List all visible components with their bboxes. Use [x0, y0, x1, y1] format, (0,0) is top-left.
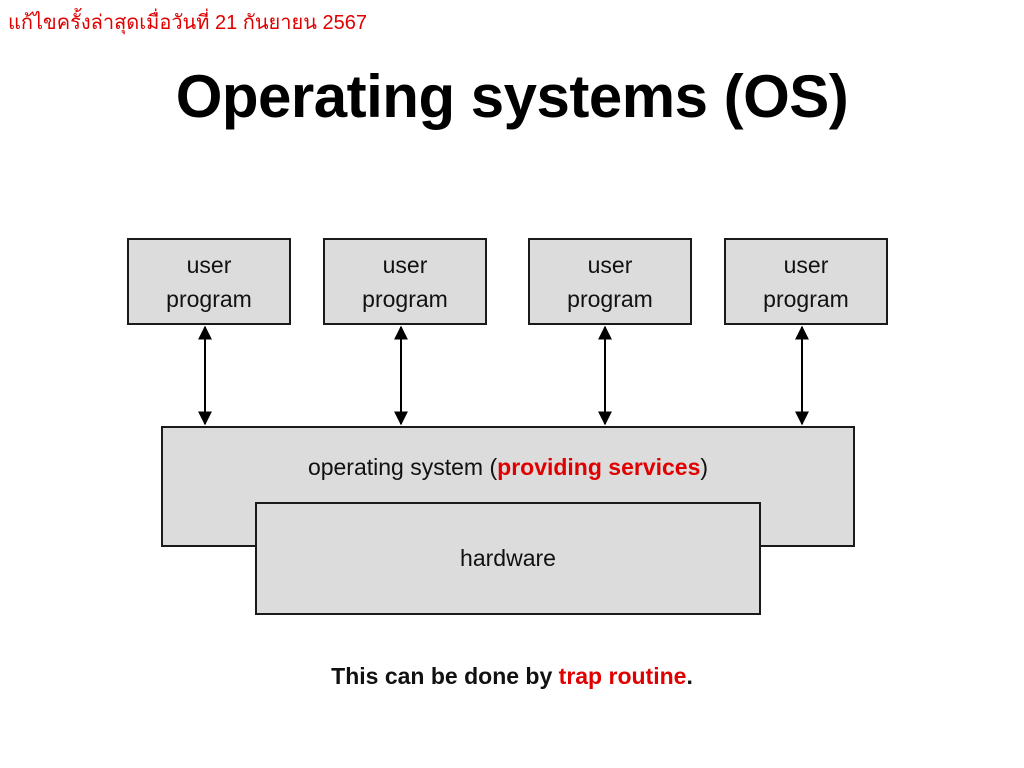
user-program-box-3: user program: [528, 238, 692, 325]
user-program-line1: user: [382, 251, 428, 278]
hardware-box: hardware: [255, 502, 761, 615]
os-label-prefix: operating system (: [307, 454, 498, 480]
user-program-line1: user: [587, 251, 633, 278]
user-program-line2: program: [166, 285, 252, 312]
user-program-line2: program: [763, 285, 849, 312]
footer-suffix: .: [686, 663, 693, 689]
slide-title: Operating systems (OS): [175, 63, 849, 130]
user-program-box-4: user program: [724, 238, 888, 325]
user-program-box-2: user program: [323, 238, 487, 325]
user-program-box-1: user program: [127, 238, 291, 325]
user-program-line1: user: [186, 251, 232, 278]
footer-note: This can be done by trap routine.: [0, 663, 1024, 690]
os-label-suffix: ): [700, 454, 709, 480]
user-program-line2: program: [567, 285, 653, 312]
footer-prefix: This can be done by: [331, 663, 559, 689]
last-edited-note: แก้ไขครั้งล่าสุดเมื่อวันที่ 21 กันยายน 2…: [8, 12, 367, 34]
user-program-line2: program: [362, 285, 448, 312]
footer-highlight: trap routine: [558, 663, 687, 689]
os-label-highlight: providing services: [497, 454, 701, 480]
operating-system-label: operating system (providing services): [163, 454, 853, 481]
user-program-line1: user: [783, 251, 829, 278]
hardware-label: hardware: [460, 545, 556, 571]
